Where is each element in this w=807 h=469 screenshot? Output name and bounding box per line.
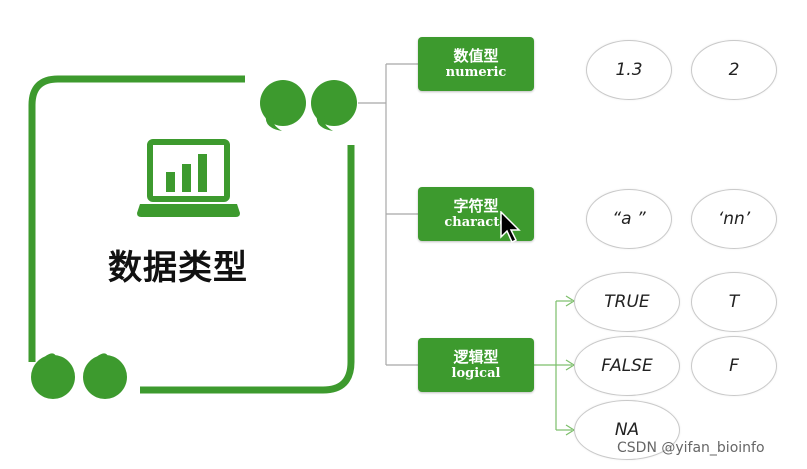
watermark: CSDN @yifan_bioinfo — [617, 440, 765, 456]
type-box-logical: 逻辑型 logical — [418, 338, 534, 392]
cursor-icon — [500, 211, 521, 244]
type-label-en: numeric — [445, 65, 507, 80]
type-label-en: characte — [444, 215, 508, 230]
type-label-en: logical — [451, 366, 501, 381]
laptop-chart-icon — [137, 139, 240, 217]
example-ellipse: 2 — [691, 40, 777, 100]
example-ellipse: “a ” — [586, 189, 672, 249]
type-label-zh: 字符型 — [453, 197, 499, 215]
example-ellipse: T — [691, 272, 777, 332]
example-ellipse: FALSE — [574, 336, 680, 396]
page-title: 数据类型 — [108, 248, 248, 288]
connector-tree — [358, 63, 418, 366]
logical-branches — [534, 295, 576, 436]
example-ellipse: TRUE — [574, 272, 680, 332]
quote-close-icon — [83, 353, 127, 399]
frame — [28, 75, 355, 394]
example-ellipse: ‘nn’ — [691, 189, 777, 249]
example-ellipse: 1.3 — [586, 40, 672, 100]
example-ellipse: F — [691, 336, 777, 396]
type-label-zh: 数值型 — [453, 47, 499, 65]
type-box-character: 字符型 characte — [418, 187, 534, 241]
example-ellipse: NA — [574, 400, 680, 460]
type-label-zh: 逻辑型 — [453, 348, 499, 366]
quote-open-icon — [260, 80, 306, 131]
type-box-numeric: 数值型 numeric — [418, 37, 534, 91]
quote-open-icon — [31, 353, 75, 399]
quote-close-icon — [311, 80, 357, 131]
